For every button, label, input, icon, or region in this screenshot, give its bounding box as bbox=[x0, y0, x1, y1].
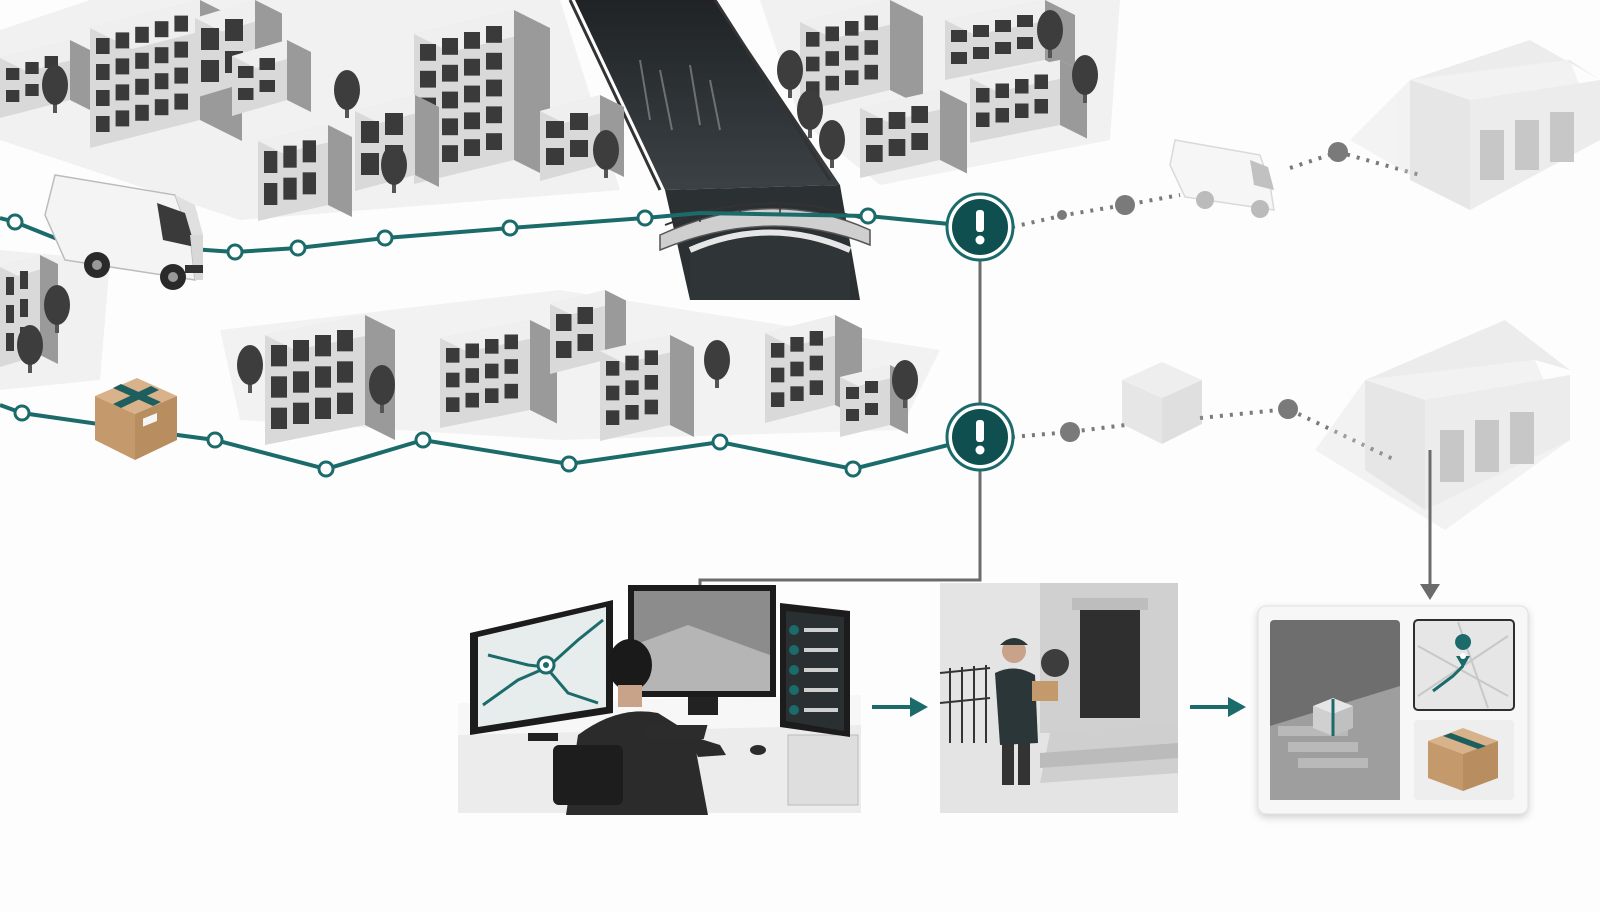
arrow-right-icon bbox=[1190, 697, 1246, 717]
tree bbox=[593, 130, 619, 178]
building bbox=[0, 255, 58, 367]
tree bbox=[1037, 10, 1063, 58]
tree bbox=[1072, 55, 1098, 103]
map-pin-icon bbox=[1455, 634, 1472, 668]
monitoring-desk-panel bbox=[458, 585, 861, 815]
building bbox=[440, 320, 557, 428]
status-monitor bbox=[780, 603, 850, 737]
tree bbox=[42, 65, 68, 113]
exclamation-alert-icon[interactable] bbox=[945, 402, 1015, 472]
parcel-route-stops bbox=[13, 404, 862, 478]
tree bbox=[44, 285, 70, 333]
building bbox=[258, 125, 352, 221]
delivery-van bbox=[44, 174, 203, 290]
projected-stop bbox=[1060, 422, 1080, 442]
route-stop[interactable] bbox=[636, 209, 654, 227]
building bbox=[232, 40, 311, 116]
route-stop[interactable] bbox=[6, 213, 24, 231]
tree bbox=[777, 50, 803, 98]
parcel-box bbox=[95, 378, 177, 460]
camera-monitor bbox=[628, 585, 776, 715]
van-route-stops bbox=[6, 207, 877, 261]
tree bbox=[819, 120, 845, 168]
parcel-thumb bbox=[1414, 720, 1514, 800]
route-stop[interactable] bbox=[376, 229, 394, 247]
map-monitor bbox=[470, 600, 613, 741]
route-stop[interactable] bbox=[844, 460, 862, 478]
route-stop[interactable] bbox=[206, 431, 224, 449]
tree bbox=[17, 325, 43, 373]
projected-stop bbox=[1328, 142, 1348, 162]
arrow-down-icon bbox=[1420, 450, 1440, 600]
projected-stop bbox=[1057, 210, 1067, 220]
building bbox=[860, 90, 967, 178]
city-trees bbox=[17, 10, 1098, 413]
location-map-thumb bbox=[1413, 619, 1515, 711]
route-stop[interactable] bbox=[226, 243, 244, 261]
arrow-right-icon bbox=[872, 697, 928, 717]
doorstep-photo bbox=[1270, 620, 1400, 800]
tree bbox=[797, 90, 823, 138]
route-stop[interactable] bbox=[711, 433, 729, 451]
ghost-van bbox=[1169, 139, 1275, 218]
parcel-route-line bbox=[0, 403, 981, 472]
city-buildings bbox=[0, 0, 1087, 445]
route-stop[interactable] bbox=[317, 460, 335, 478]
warehouse-top bbox=[1350, 40, 1600, 210]
tree bbox=[704, 340, 730, 388]
tree bbox=[369, 365, 395, 413]
route-stop[interactable] bbox=[859, 207, 877, 225]
courier-doorstep-panel bbox=[939, 583, 1178, 813]
route-stop[interactable] bbox=[13, 404, 31, 422]
building bbox=[800, 0, 923, 112]
tree bbox=[381, 145, 407, 193]
delivery-proof-panel bbox=[1257, 605, 1529, 815]
canal-bridge bbox=[659, 201, 871, 300]
ghost-parcel bbox=[1122, 362, 1202, 444]
warehouse-bottom bbox=[1315, 320, 1570, 530]
exclamation-alert-icon[interactable] bbox=[945, 192, 1015, 262]
route-stop[interactable] bbox=[501, 219, 519, 237]
route-stop[interactable] bbox=[414, 431, 432, 449]
projected-stop bbox=[1115, 195, 1135, 215]
tree bbox=[237, 345, 263, 393]
route-stop[interactable] bbox=[289, 239, 307, 257]
building bbox=[600, 335, 694, 441]
tree bbox=[892, 360, 918, 408]
route-stop[interactable] bbox=[560, 455, 578, 473]
tree bbox=[334, 70, 360, 118]
van-route-projection bbox=[1011, 193, 1181, 229]
projected-stop bbox=[1278, 399, 1298, 419]
